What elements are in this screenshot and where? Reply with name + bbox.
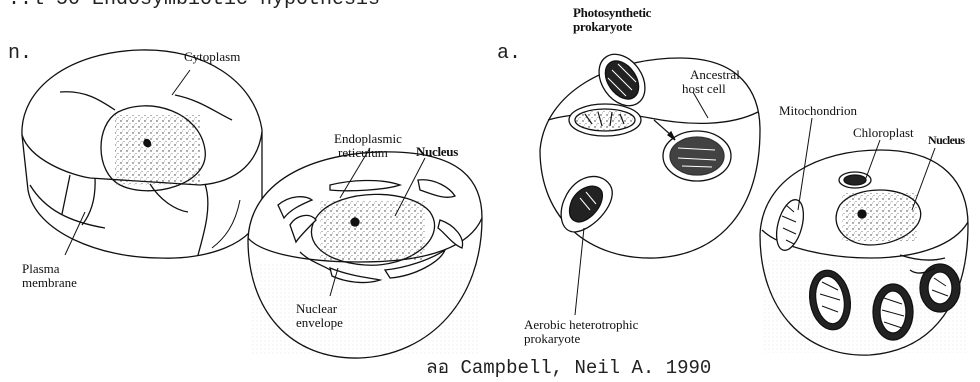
label-host-cell: host cell: [682, 82, 726, 96]
eukaryotic-cell-left: [248, 152, 482, 358]
label-cytoplasm: Cytoplasm: [184, 50, 240, 64]
label-aerobic: Aerobic heterotrophic: [524, 318, 638, 332]
label-reticulum: reticulum: [338, 146, 388, 160]
early-cell: [22, 50, 262, 258]
citation: ลอ Campbell, Neil A. 1990: [426, 352, 711, 382]
panel-marker-right: a.: [497, 42, 521, 65]
label-nucleus-left: Nucleus: [416, 145, 458, 159]
figure-drawing: [0, 0, 980, 372]
label-prokaryote-bottom: prokaryote: [524, 332, 580, 346]
label-envelope: envelope: [296, 316, 343, 330]
eukaryotic-cell-right: [760, 150, 968, 355]
label-chloroplast: Chloroplast: [853, 126, 914, 140]
label-prokaryote-top: prokaryote: [573, 20, 632, 34]
label-membrane: membrane: [22, 276, 77, 290]
label-mitochondrion: Mitochondrion: [779, 104, 857, 118]
label-plasma: Plasma: [22, 262, 60, 276]
label-endoplasmic: Endoplasmic: [334, 132, 402, 146]
label-nuclear: Nuclear: [296, 302, 337, 316]
label-nucleus-right: Nucleus: [928, 133, 964, 147]
endosymbiosis-figure: ..l 50 Endosymbiotic hypothesis n. a. Cy…: [0, 0, 980, 372]
label-ancestral: Ancestral: [690, 68, 740, 82]
header-fragment: ..l 50 Endosymbiotic hypothesis: [8, 0, 380, 11]
label-photosynthetic: Photosynthetic: [573, 6, 651, 20]
panel-marker-left: n.: [8, 42, 32, 65]
